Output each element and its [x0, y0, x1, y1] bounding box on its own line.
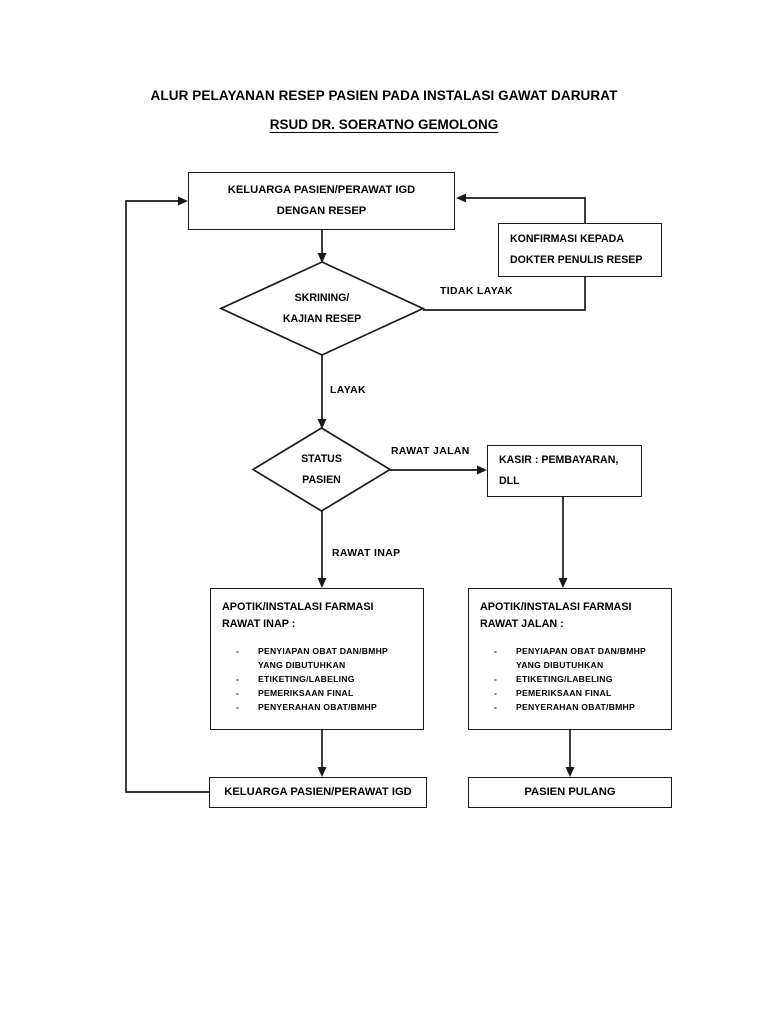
list-item-text: PENYIAPAN OBAT DAN/BMHP	[516, 646, 647, 657]
bullet-marker: -	[236, 702, 240, 713]
list-item: - PENYERAHAN OBAT/BMHP	[236, 701, 423, 715]
node-head-2: RAWAT JALAN :	[480, 617, 564, 630]
page-title: ALUR PELAYANAN RESEP PASIEN PADA INSTALA…	[0, 88, 768, 132]
arrowhead-start-left-in	[178, 196, 188, 206]
node-kasir-pembayaran[interactable]: KASIR : PEMBAYARAN, DLL	[487, 445, 642, 497]
arrowhead-end-igd-in	[317, 767, 327, 777]
bullet-marker: -	[494, 646, 498, 657]
node-line-1: PASIEN PULANG	[524, 786, 616, 799]
node-line-2: DLL	[499, 475, 520, 487]
node-line-2: PASIEN	[302, 473, 341, 486]
node-line-1: KONFIRMASI KEPADA	[510, 233, 624, 246]
bullet-marker: -	[494, 688, 498, 699]
list-item: - PENYIAPAN OBAT DAN/BMHP YANG DIBUTUHKA…	[236, 645, 423, 673]
list-item-text: ETIKETING/LABELING	[258, 674, 355, 685]
diamond-shape	[251, 427, 392, 512]
node-head-1: APOTIK/INSTALASI FARMASI	[222, 601, 374, 613]
node-head-1: APOTIK/INSTALASI FARMASI	[480, 601, 632, 613]
bullet-marker: -	[494, 702, 498, 713]
list-item-text: ETIKETING/LABELING	[516, 674, 613, 685]
node-head-2: RAWAT INAP :	[222, 617, 296, 630]
node-apotik-farmasi-rawat-jalan[interactable]: APOTIK/INSTALASI FARMASI RAWAT JALAN : -…	[468, 588, 672, 730]
list-item: - PEMERIKSAAN FINAL	[494, 687, 671, 701]
list-item: - ETIKETING/LABELING	[236, 673, 423, 687]
diamond-shape	[218, 261, 426, 356]
bullet-list: - PENYIAPAN OBAT DAN/BMHP YANG DIBUTUHKA…	[222, 645, 423, 715]
list-item-text: PENYERAHAN OBAT/BMHP	[258, 702, 377, 713]
node-line-2: DOKTER PENULIS RESEP	[510, 254, 643, 266]
node-keluarga-pasien-dengan-resep[interactable]: KELUARGA PASIEN/PERAWAT IGD DENGAN RESEP	[188, 172, 455, 230]
node-line-1: KASIR : PEMBAYARAN,	[499, 454, 619, 467]
node-line-1: KELUARGA PASIEN/PERAWAT IGD	[224, 786, 412, 799]
list-item: - PEMERIKSAAN FINAL	[236, 687, 423, 701]
list-item: - ETIKETING/LABELING	[494, 673, 671, 687]
title-line-1: ALUR PELAYANAN RESEP PASIEN PADA INSTALA…	[150, 88, 618, 103]
list-item-text: PEMERIKSAAN FINAL	[258, 688, 354, 699]
node-apotik-farmasi-rawat-inap[interactable]: APOTIK/INSTALASI FARMASI RAWAT INAP : - …	[210, 588, 424, 730]
node-status-pasien[interactable]: STATUS PASIEN	[251, 427, 392, 512]
bullet-marker: -	[494, 674, 498, 685]
edge-label-layak: LAYAK	[330, 385, 366, 396]
arrowhead-farmasi-inap-in	[317, 578, 327, 588]
node-end-pasien-pulang[interactable]: PASIEN PULANG	[468, 777, 672, 808]
diamond-label: STATUS PASIEN	[253, 428, 390, 511]
node-line-2: DENGAN RESEP	[276, 205, 367, 217]
edge-feedback-loop	[125, 200, 209, 793]
title-line-2: RSUD DR. SOERATNO GEMOLONG	[269, 117, 499, 132]
node-line-1: SKRINING/	[294, 291, 350, 304]
bullet-marker: -	[236, 674, 240, 685]
arrowhead-start-right-in	[456, 193, 466, 203]
arrowhead-farmasi-jalan-in	[558, 578, 568, 588]
arrowhead-kasir-in	[477, 465, 487, 475]
edge-label-rawat-jalan: RAWAT JALAN	[391, 446, 470, 457]
bullet-marker: -	[236, 688, 240, 699]
list-item-cont: YANG DIBUTUHKAN	[516, 660, 604, 671]
node-skrining-kajian-resep[interactable]: SKRINING/ KAJIAN RESEP	[218, 261, 426, 356]
node-end-keluarga-pasien-igd[interactable]: KELUARGA PASIEN/PERAWAT IGD	[209, 777, 427, 808]
arrowhead-end-pulang-in	[565, 767, 575, 777]
list-item-text: PEMERIKSAAN FINAL	[516, 688, 612, 699]
node-line-1: STATUS	[301, 452, 342, 465]
list-item-cont: YANG DIBUTUHKAN	[258, 660, 346, 671]
list-item-text: PENYIAPAN OBAT DAN/BMHP	[258, 646, 389, 657]
node-konfirmasi-dokter[interactable]: KONFIRMASI KEPADA DOKTER PENULIS RESEP	[498, 223, 662, 277]
bullet-list: - PENYIAPAN OBAT DAN/BMHP YANG DIBUTUHKA…	[480, 645, 671, 715]
bullet-marker: -	[236, 646, 240, 657]
diamond-label: SKRINING/ KAJIAN RESEP	[221, 262, 423, 355]
edge-label-rawat-inap: RAWAT INAP	[332, 548, 401, 559]
node-line-1: KELUARGA PASIEN/PERAWAT IGD	[227, 184, 416, 197]
edge-konfirmasi-to-start	[464, 197, 586, 223]
node-line-2: KAJIAN RESEP	[282, 312, 362, 325]
list-item: - PENYIAPAN OBAT DAN/BMHP YANG DIBUTUHKA…	[494, 645, 671, 673]
list-item: - PENYERAHAN OBAT/BMHP	[494, 701, 671, 715]
edge-label-tidak-layak: TIDAK LAYAK	[440, 286, 513, 297]
list-item-text: PENYERAHAN OBAT/BMHP	[516, 702, 635, 713]
